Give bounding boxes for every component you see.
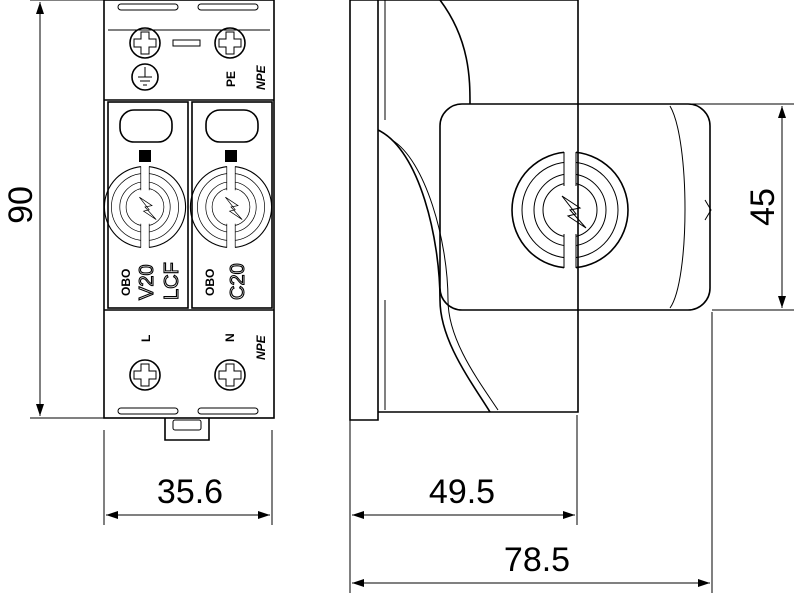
t2-badge-icon (225, 150, 237, 162)
front-body (103, 0, 275, 419)
surge-symbol-icon (189, 164, 273, 250)
surge-symbol-icon (511, 149, 629, 271)
module-left: OBO V20 LCF (103, 101, 189, 309)
screw-icon (214, 359, 246, 391)
dim-35-6: 35.6 (157, 473, 223, 511)
screw-icon (129, 27, 161, 59)
front-view: PE NPE OBO V20 LCF OBO C20 L N NPE (103, 0, 275, 441)
surge-symbol-icon (103, 164, 187, 250)
model-line2: LCF (161, 262, 183, 300)
brand-logo: OBO (119, 269, 133, 296)
screw-icon (214, 27, 246, 59)
dim-49-5: 49.5 (429, 473, 495, 511)
ground-icon (131, 63, 159, 91)
label-l: L (139, 335, 153, 342)
module-right: OBO C20 (189, 101, 273, 309)
module-side (439, 103, 711, 311)
brand-logo: OBO (203, 269, 217, 296)
t2-badge-icon (139, 150, 151, 162)
label-npe-top: NPE (254, 64, 268, 90)
label-pe: PE (224, 71, 238, 87)
label-n: N (223, 333, 237, 342)
screw-icon (129, 359, 161, 391)
side-view (349, 0, 712, 440)
label-npe-bottom: NPE (254, 334, 268, 360)
model-line1: V20 (136, 264, 158, 300)
dim-90: 90 (2, 186, 40, 224)
model-line1: C20 (227, 263, 249, 300)
dim-45: 45 (744, 188, 782, 226)
dim-78-5: 78.5 (504, 541, 570, 579)
